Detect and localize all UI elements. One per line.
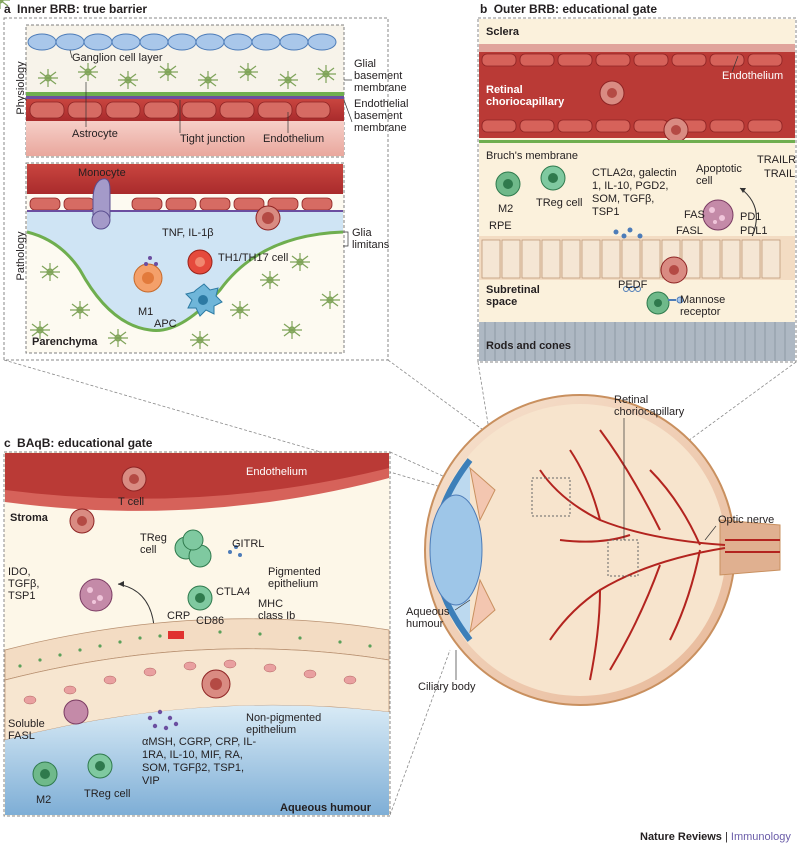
ctla4-label: CTLA4 <box>216 586 251 598</box>
m2-c-label: M2 <box>36 794 52 806</box>
bruchs-label: Bruch's membrane <box>486 150 578 162</box>
m2-b-label: M2 <box>498 203 514 215</box>
trailr-label: TRAILR <box>757 154 797 166</box>
apoptotic-label: Apoptotic cell <box>696 163 742 187</box>
gitrl-label: GITRL <box>232 538 265 550</box>
panel-b-letter: b <box>480 2 488 16</box>
monocyte-label: Monocyte <box>78 167 126 179</box>
panel-c-heading: c BAqB: educational gate <box>4 436 152 450</box>
rods-label: Rods and cones <box>486 340 571 352</box>
endothelium-b-label: Endothelium <box>722 70 784 82</box>
eye-aqueous-label: Aqueous humour <box>406 606 450 630</box>
soluble-fasl-label: Soluble FASL <box>8 718 45 742</box>
aqueous-c-label: Aqueous humour <box>280 802 372 814</box>
panel-c-title: BAqB: educational gate <box>17 436 153 450</box>
treg-c-label: TReg cell <box>140 532 167 556</box>
journal-section: Immunology <box>730 831 791 843</box>
nonpig-label: Non-pigmented epithelium <box>246 712 322 736</box>
fas-label: FAS <box>684 209 705 221</box>
footer-credit: Nature Reviews | Immunology <box>640 831 791 843</box>
subretinal-label: Subretinal space <box>486 284 540 308</box>
fasl-label: FASL <box>676 225 703 237</box>
retinal-chorio-label: Retinal choriocapillary <box>486 84 565 108</box>
apc-label: APC <box>154 318 177 330</box>
stroma-label: Stroma <box>10 512 48 524</box>
factors-b-label: CTLA2α, galectin 1, IL-10, PGD2, SOM, TG… <box>592 167 677 218</box>
parenchyma-label: Parenchyma <box>32 336 98 348</box>
endothelium-c-label: Endothelium <box>246 466 308 478</box>
footer-divider: | <box>725 831 731 843</box>
th-cell-label: TH1/TH17 cell <box>218 252 289 264</box>
pigmented-label: Pigmented epithelium <box>268 566 321 590</box>
mannose-label: Mannose receptor <box>680 294 726 318</box>
panel-a-title: Inner BRB: true barrier <box>17 2 148 16</box>
pd1-label: PD1 <box>740 211 762 223</box>
ido-label: IDO, TGFβ, TSP1 <box>8 566 40 602</box>
pathology-side-label: Pathology <box>15 231 27 281</box>
pdl1-label: PDL1 <box>740 225 768 237</box>
optic-nerve-label: Optic nerve <box>718 514 775 526</box>
treg2-c-label: TReg cell <box>84 788 131 800</box>
journal-name: Nature Reviews <box>640 831 722 843</box>
m1-label: M1 <box>138 306 154 318</box>
trail-label: TRAIL <box>764 168 796 180</box>
cd86-label: CD86 <box>196 615 225 627</box>
tnf-label: TNF, IL-1β <box>162 227 214 239</box>
panel-a-heading: a Inner BRB: true barrier <box>4 2 147 16</box>
panel-a-drawing <box>0 0 389 361</box>
crp-c-label: CRP <box>167 610 191 622</box>
treg-b-label: TReg cell <box>536 197 583 209</box>
panel-c-letter: c <box>4 436 11 450</box>
tcell-c-label: T cell <box>118 496 145 508</box>
factors-c-label: αMSH, CGRP, CRP, IL-1RA, IL-10, MIF, RA,… <box>142 736 257 787</box>
endothelial-bm-label: Endothelial basement membrane <box>354 98 409 134</box>
endothelium-a-label: Endothelium <box>263 133 325 145</box>
rpe-label: RPE <box>489 220 512 232</box>
panel-a-letter: a <box>4 2 11 16</box>
panel-b-drawing <box>477 17 797 363</box>
eye-drawing <box>424 394 781 706</box>
eye-retinal-chorio-label: Retinal choriocapillary <box>614 394 685 418</box>
panel-b-title: Outer BRB: educational gate <box>493 2 658 16</box>
ganglion-label: Ganglion cell layer <box>72 52 163 64</box>
glia-limitans-label: Glia limitans <box>352 227 390 251</box>
ciliary-label: Ciliary body <box>418 681 476 693</box>
mhc-label: MHC class Ib <box>258 598 296 622</box>
physiology-side-label: Physiology <box>15 61 27 115</box>
glial-bm-label: Glial basement membrane <box>354 58 407 94</box>
tight-junction-label: Tight junction <box>180 133 246 145</box>
panel-c-drawing <box>3 451 391 817</box>
astrocyte-label: Astrocyte <box>72 128 118 140</box>
panel-b-heading: b Outer BRB: educational gate <box>480 2 657 16</box>
sclera-label: Sclera <box>486 26 520 38</box>
pedf-label: PEDF <box>618 279 648 291</box>
